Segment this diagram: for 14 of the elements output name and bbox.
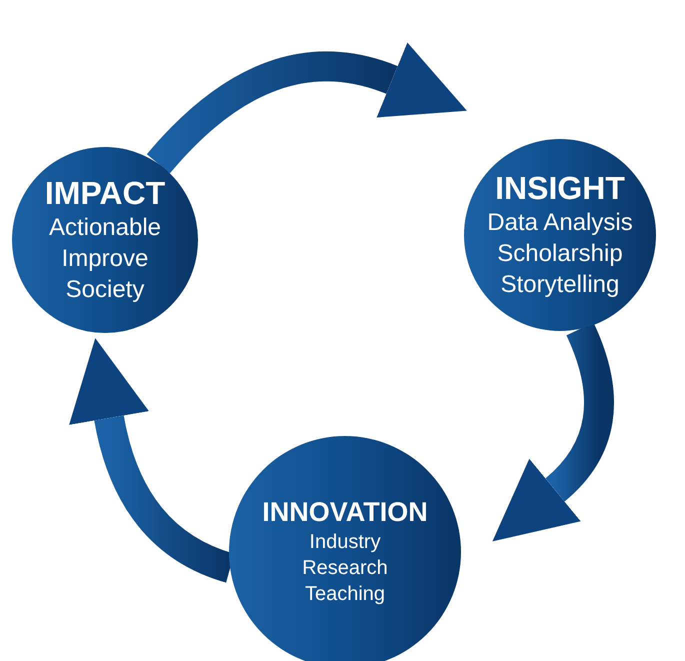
node-heading: INSIGHT xyxy=(495,170,625,207)
node-item: Teaching xyxy=(304,582,386,607)
node-item: Research xyxy=(302,556,388,581)
node-item: Society xyxy=(66,274,144,305)
curved-arrow xyxy=(495,322,614,544)
curved-arrow xyxy=(147,42,468,174)
node-heading: INNOVATION xyxy=(262,497,428,529)
node-heading: IMPACT xyxy=(44,174,166,212)
node-item: Actionable xyxy=(48,212,162,243)
node-item: Industry xyxy=(309,530,381,555)
node-item: Improve xyxy=(62,244,148,274)
node-item: Scholarship xyxy=(497,238,623,269)
node-item: Data Analysis xyxy=(487,208,633,238)
node-item: Storytelling xyxy=(500,270,620,300)
